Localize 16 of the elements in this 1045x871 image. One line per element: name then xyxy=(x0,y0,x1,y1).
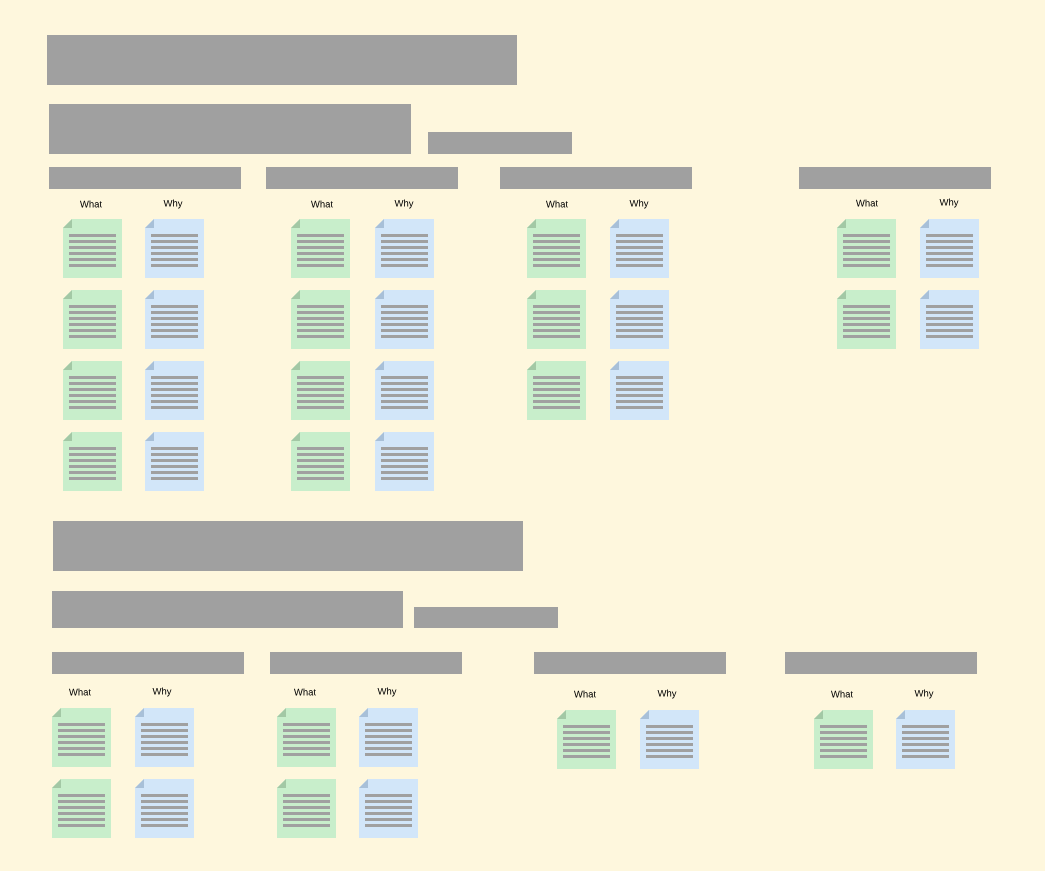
column-label: What xyxy=(855,199,879,207)
column-label: Why xyxy=(914,689,934,699)
column-label: What xyxy=(830,690,853,698)
column-label: What xyxy=(310,200,333,208)
column-label: Why xyxy=(163,199,183,209)
column-label: Why xyxy=(629,199,649,209)
column-label: Why xyxy=(394,199,414,209)
column-label: What xyxy=(68,688,91,696)
column-label: What xyxy=(79,200,102,208)
column-label: Why xyxy=(657,689,677,699)
column-label: Why xyxy=(152,687,172,697)
column-label: Why xyxy=(939,198,959,208)
column-label: What xyxy=(545,200,568,208)
column-label: Why xyxy=(377,687,397,697)
column-label: What xyxy=(573,690,596,698)
column-label: What xyxy=(293,688,316,696)
